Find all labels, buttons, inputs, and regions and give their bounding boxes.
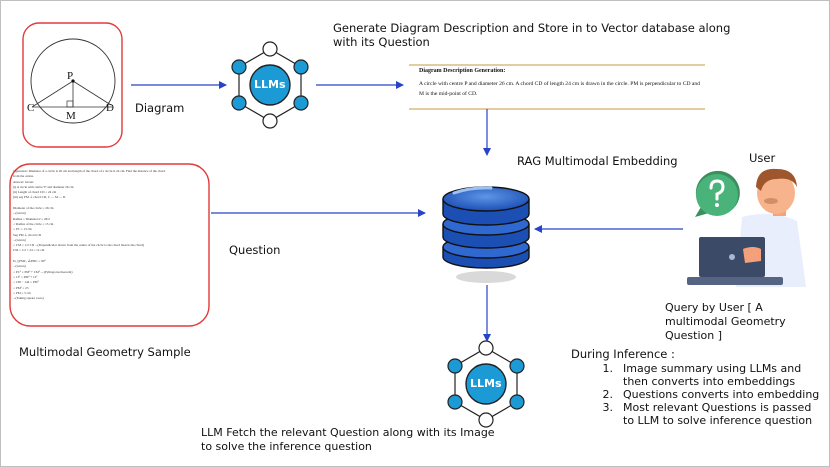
point-label-c: C bbox=[27, 102, 35, 114]
llm-icon-bottom bbox=[447, 340, 525, 428]
sample-text-line: ∴ 169 − 144 = PM² bbox=[13, 280, 39, 285]
sample-text-line: ∴ PC² = PM² + CM² ....(Pythagoras theore… bbox=[13, 269, 73, 274]
geometry-circle bbox=[30, 38, 116, 124]
sample-text-line: ∴ PM = 5 cm bbox=[13, 290, 31, 295]
user-icon bbox=[687, 168, 806, 287]
inference-step-number: 2. bbox=[602, 388, 614, 401]
sample-text-line: ...(Given) bbox=[13, 211, 26, 216]
inference-steps: 1. Image summary using LLMs and then conv… bbox=[581, 362, 821, 427]
inference-step-text: Questions converts into embedding bbox=[623, 388, 820, 401]
sample-text-line: ∴ Radius of the circle = 13 cm bbox=[13, 221, 54, 226]
sample-text-line: from the centre. bbox=[13, 174, 34, 179]
sample-text-line: CM = 1/2 × 24 = 12 cm bbox=[13, 248, 45, 253]
sample-text-line: (iii) seg PM ⊥ chord CD, C — M — D bbox=[13, 195, 66, 200]
description-text: A circle with centre P and diameter 26 c… bbox=[419, 81, 700, 97]
sample-box bbox=[9, 163, 210, 327]
sample-text-line: In △PMC, ∠PMC = 90° bbox=[13, 259, 46, 264]
database-icon bbox=[442, 186, 530, 283]
point-label-m: M bbox=[66, 110, 76, 122]
query-label: Query by User [ A multimodal Geometry Qu… bbox=[665, 301, 786, 342]
sample-text-line: • Question: Diameter of a circle is 26 c… bbox=[13, 169, 166, 173]
sample-text-line: Seg PM ⊥ chord CD bbox=[13, 232, 41, 237]
inference-step-text: Most relevant Questions is passed to LLM… bbox=[623, 401, 813, 427]
inference-title: During Inference : bbox=[571, 347, 675, 361]
inference-step-number: 1. bbox=[602, 362, 614, 375]
inference-step: 1. Image summary using LLMs and then conv… bbox=[581, 362, 821, 388]
sample-text-line: (ii) Length of chord CD = 24 cm bbox=[13, 190, 57, 195]
llm-label-top: LLMs bbox=[254, 78, 286, 91]
sample-text-line: ...(Given) bbox=[13, 264, 26, 269]
sample-label: Multimodal Geometry Sample bbox=[19, 345, 191, 359]
llm-label-bottom: LLMs bbox=[470, 377, 502, 390]
top-caption: Generate Diagram Description and Store i… bbox=[333, 21, 731, 49]
question-bubble-icon bbox=[695, 170, 740, 217]
sample-text-line: ...(Taking square roots) bbox=[13, 296, 44, 301]
inference-step-number: 3. bbox=[602, 401, 614, 414]
sample-text-line: (i) A circle with centre 'P' and diamete… bbox=[13, 184, 74, 189]
llm-icon-top bbox=[231, 41, 309, 129]
diagram-label: Diagram bbox=[135, 101, 185, 115]
point-label-d: D bbox=[106, 102, 114, 114]
user-label: User bbox=[749, 151, 776, 165]
sample-text-line: Answer: Given: bbox=[13, 179, 34, 184]
sample-text-line: ∴ CM = 1/2 CD ...(Perpendicular drawn fr… bbox=[13, 243, 145, 248]
sample-text-line: ...(Given) bbox=[13, 237, 26, 242]
description-heading: Diagram Description Generation: bbox=[419, 68, 506, 74]
inference-step: 3. Most relevant Questions is passed to L… bbox=[581, 401, 821, 427]
sample-text-line: ∴ PC = 13 cm bbox=[13, 227, 32, 232]
rag-label: RAG Multimodal Embedding bbox=[517, 154, 678, 168]
sample-text-line: Diameter of the circle = 26 cm bbox=[13, 206, 54, 211]
sample-text-line: ∴ 13² = PM² + 12² bbox=[13, 274, 38, 279]
sample-text-line: ∴ PM² = 25 bbox=[13, 285, 29, 290]
sample-text-line: Radius = Diameter/2 = 26/2 bbox=[13, 216, 50, 221]
inference-step-text: Image summary using LLMs and then conver… bbox=[623, 362, 802, 388]
inference-step: 2. Questions converts into embedding bbox=[581, 388, 821, 401]
llm-fetch-label: LLM Fetch the relevant Question along wi… bbox=[201, 426, 495, 453]
question-label: Question bbox=[229, 243, 281, 257]
sample-text: • Question: Diameter of a circle is 26 c… bbox=[13, 169, 209, 301]
geometry-diagram-box bbox=[22, 22, 123, 148]
description-document bbox=[409, 63, 707, 110]
point-label-p: P bbox=[67, 70, 74, 82]
